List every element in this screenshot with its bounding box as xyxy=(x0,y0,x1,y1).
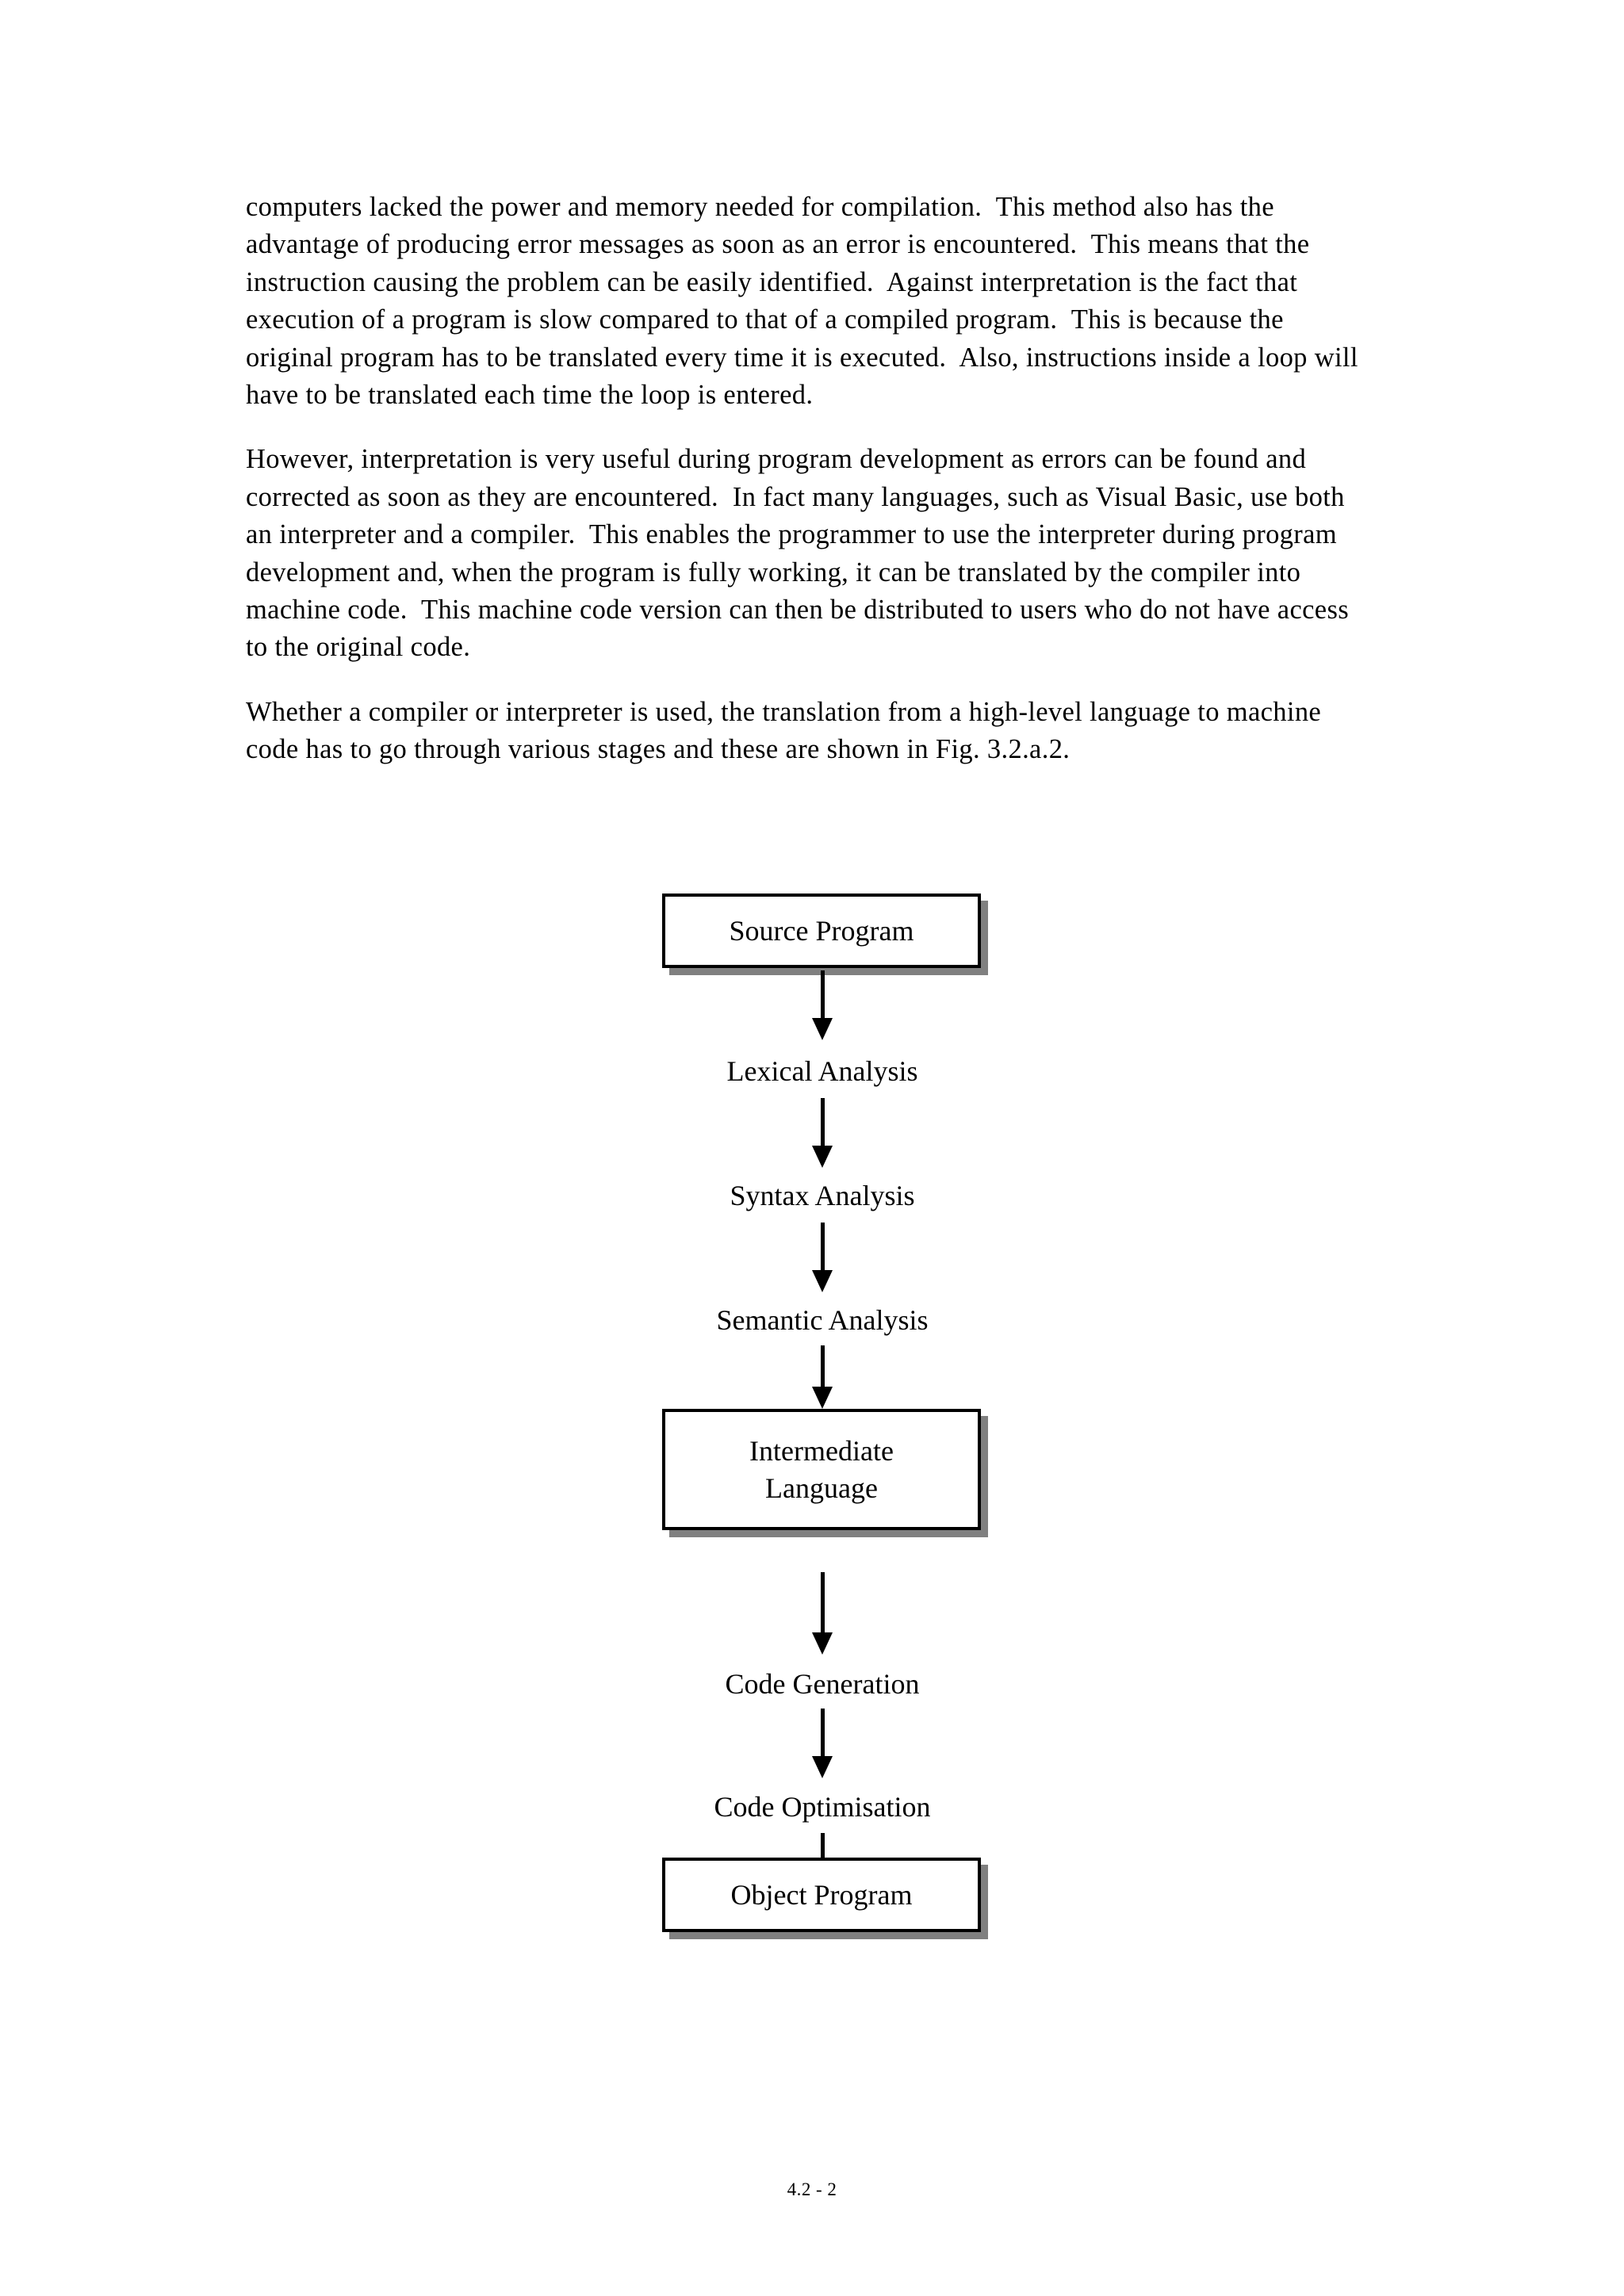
arrow-stem xyxy=(820,970,825,1018)
flow-node-source-program-label: Source Program xyxy=(729,914,914,947)
arrow-codegen-to-codeopt xyxy=(812,1709,833,1778)
flow-label-syntax-analysis[interactable]: Syntax Analysis xyxy=(730,1179,914,1212)
flow-node-intermediate-language-label-line2: Language xyxy=(765,1471,878,1504)
flow-label-code-generation[interactable]: Code Generation xyxy=(726,1667,920,1701)
body-text-column: computers lacked the power and memory ne… xyxy=(246,189,1372,769)
arrow-syntax-to-semantic xyxy=(812,1223,833,1292)
flow-label-code-optimisation[interactable]: Code Optimisation xyxy=(714,1790,931,1823)
arrow-lexical-to-syntax xyxy=(812,1098,833,1168)
arrow-stem xyxy=(820,1098,825,1146)
flow-label-semantic-analysis[interactable]: Semantic Analysis xyxy=(717,1303,929,1337)
paragraph-1: computers lacked the power and memory ne… xyxy=(246,192,1365,411)
arrow-stem xyxy=(820,1223,825,1270)
flow-label-code-optimisation-text: Code Optimisation xyxy=(714,1791,931,1823)
arrow-head-icon xyxy=(812,1270,833,1292)
flow-label-semantic-analysis-text: Semantic Analysis xyxy=(716,1304,929,1336)
arrow-head-icon xyxy=(812,1018,833,1040)
paragraph-2: However, interpretation is very useful d… xyxy=(246,444,1356,663)
arrow-stem xyxy=(820,1709,825,1756)
arrow-intermediate-to-codegen xyxy=(812,1572,833,1655)
flow-node-intermediate-language[interactable]: Intermediate Language xyxy=(662,1409,981,1530)
flow-label-lexical-analysis[interactable]: Lexical Analysis xyxy=(727,1054,918,1088)
flow-node-intermediate-language-label-line1: Intermediate xyxy=(749,1434,894,1467)
arrow-head-icon xyxy=(812,1146,833,1168)
page-number: 4.2 - 2 xyxy=(787,2179,837,2199)
flow-node-source-program[interactable]: Source Program xyxy=(662,894,981,968)
arrow-stem xyxy=(820,1345,825,1387)
flow-label-code-generation-text: Code Generation xyxy=(725,1668,920,1700)
arrow-semantic-to-intermediate xyxy=(812,1345,833,1409)
paragraph-3: Whether a compiler or interpreter is use… xyxy=(246,696,1329,765)
flow-node-object-program[interactable]: Object Program xyxy=(662,1858,981,1932)
flow-label-syntax-analysis-text: Syntax Analysis xyxy=(730,1180,915,1211)
arrow-stem xyxy=(820,1833,825,1873)
page-footer: 4.2 - 2 xyxy=(0,2179,1624,2201)
arrow-head-icon xyxy=(812,1632,833,1655)
arrow-stem xyxy=(820,1572,825,1632)
arrow-head-icon xyxy=(812,1387,833,1409)
arrow-source-to-lexical xyxy=(812,970,833,1040)
arrow-head-icon xyxy=(812,1756,833,1778)
flow-label-lexical-analysis-text: Lexical Analysis xyxy=(726,1055,918,1087)
flow-node-object-program-label: Object Program xyxy=(730,1878,913,1911)
